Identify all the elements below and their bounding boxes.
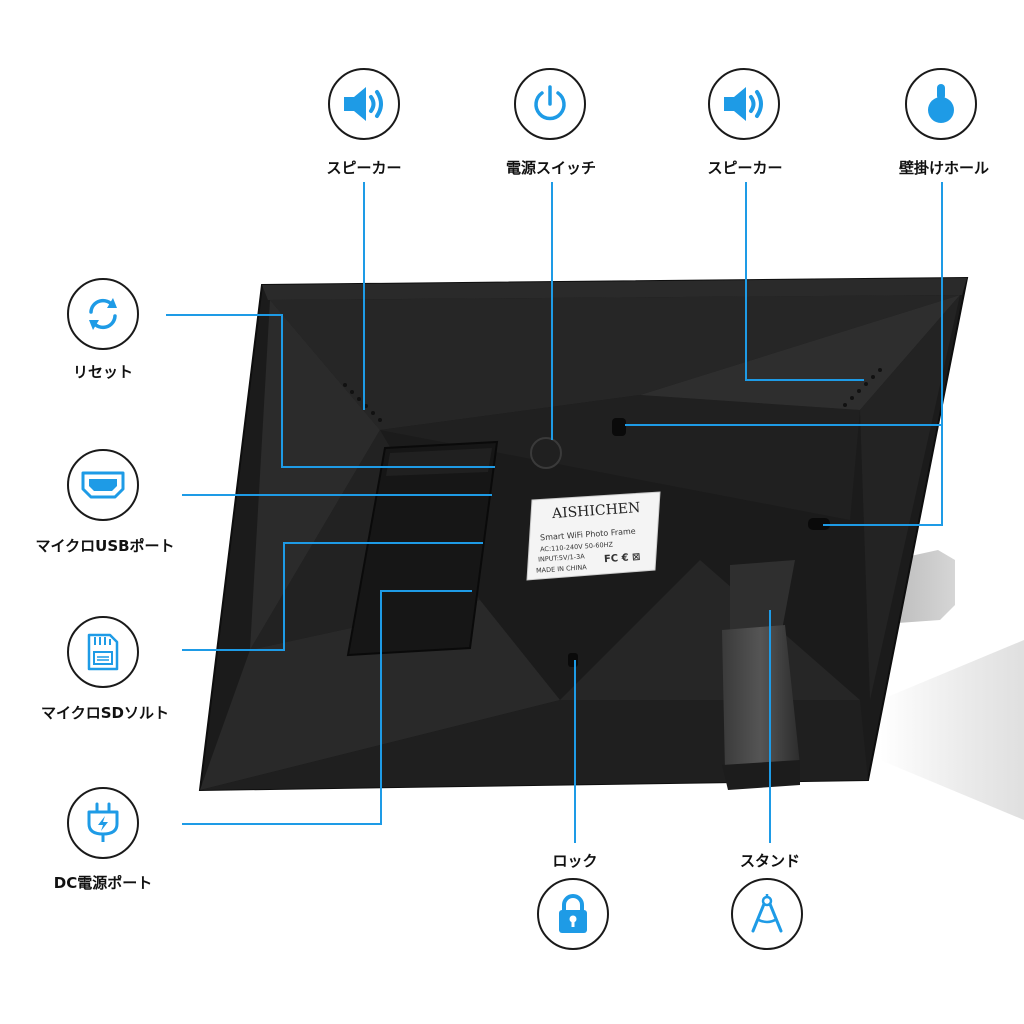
lock-icon [537, 878, 609, 950]
label-sd: マイクロSDソルト [41, 704, 169, 722]
label-usb: マイクロUSBポート [35, 537, 175, 555]
power-icon [514, 68, 586, 140]
label-power-switch: 電源スイッチ [505, 159, 597, 177]
label-wall-hole: 壁掛けホール [898, 159, 990, 177]
product-sticker [526, 491, 661, 581]
stand-leg [722, 560, 800, 790]
callout-lines [166, 182, 943, 843]
label-dc: DC電源ポート [53, 874, 153, 892]
wall-hole-right [808, 518, 830, 530]
label-lock: ロック [552, 852, 598, 870]
wall-hole-top [612, 418, 626, 436]
lock-slot [568, 653, 578, 667]
wall-mount-icon [905, 68, 977, 140]
speaker-icon [328, 68, 400, 140]
label-reset: リセット [72, 363, 134, 381]
speaker-icon [708, 68, 780, 140]
compass-icon [731, 878, 803, 950]
reset-icon [67, 278, 139, 350]
power-button [530, 437, 562, 469]
usb-port-icon [67, 449, 139, 521]
dc-plug-icon [67, 787, 139, 859]
label-stand: スタンド [739, 852, 801, 870]
sd-card-icon [67, 616, 139, 688]
label-speaker-right: スピーカー [707, 159, 783, 177]
speaker-grille-right [843, 368, 882, 407]
label-speaker-left: スピーカー [326, 159, 402, 177]
